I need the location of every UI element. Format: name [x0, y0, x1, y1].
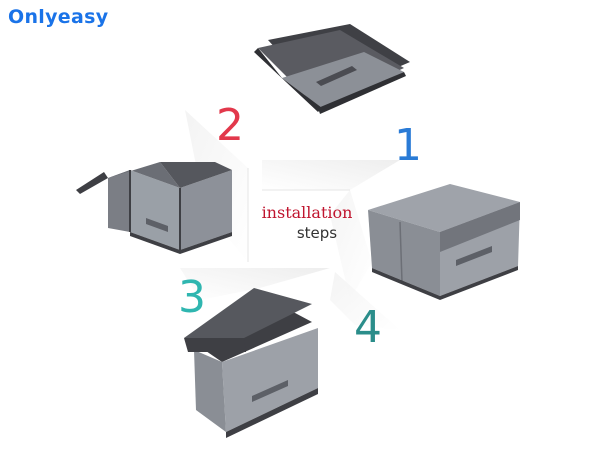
shard-top-right: [262, 160, 400, 190]
handle-strap: [456, 246, 492, 266]
shard-bottom-right: [330, 272, 400, 330]
shard-right: [330, 190, 372, 300]
center-subtitle: steps: [296, 224, 338, 242]
center-caption: installation steps: [252, 203, 362, 243]
box-open-lid: [184, 288, 318, 438]
step-number-1: 1: [394, 120, 422, 171]
step-number-2: 2: [216, 100, 244, 151]
center-title: installation: [261, 203, 353, 222]
step-number-3: 3: [178, 272, 206, 323]
box-closed-lid: [368, 184, 520, 300]
box-unfolding: [76, 162, 232, 254]
handle-strap: [316, 66, 357, 86]
box-flat-folded: [254, 24, 410, 114]
shard-bottom-left: [180, 268, 330, 300]
handle-strap: [252, 380, 288, 402]
brand-logo: Onlyeasy: [8, 6, 109, 28]
handle-strap: [146, 218, 168, 232]
step-number-4: 4: [354, 302, 382, 353]
